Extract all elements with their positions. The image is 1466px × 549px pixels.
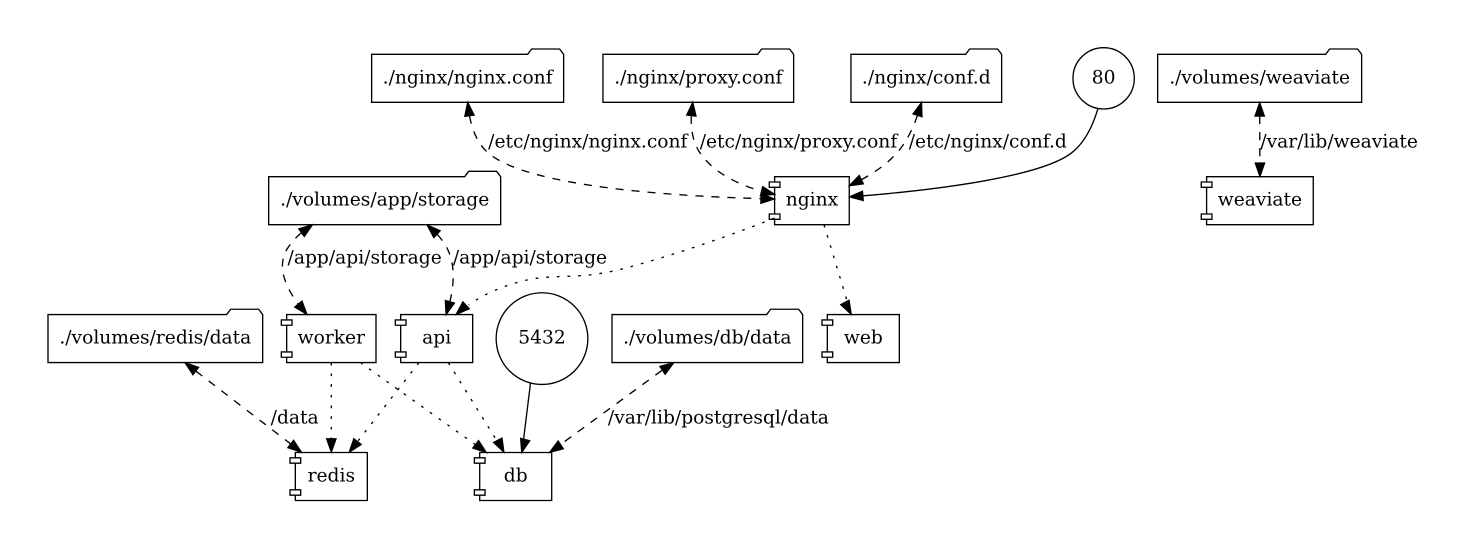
svg-text:./nginx/conf.d: ./nginx/conf.d <box>862 67 991 88</box>
svg-text:/data: /data <box>271 407 319 428</box>
svg-text:/var/lib/weaviate: /var/lib/weaviate <box>1260 132 1418 153</box>
svg-text:./volumes/redis/data: ./volumes/redis/data <box>59 328 251 349</box>
svg-text:worker: worker <box>298 328 365 349</box>
svg-text:./volumes/db/data: ./volumes/db/data <box>623 328 791 349</box>
svg-text:./nginx/proxy.conf: ./nginx/proxy.conf <box>614 67 784 88</box>
svg-text:/app/api/storage: /app/api/storage <box>288 248 442 269</box>
svg-text:weaviate: weaviate <box>1218 190 1302 211</box>
svg-text:redis: redis <box>308 465 355 486</box>
svg-text:5432: 5432 <box>518 328 565 349</box>
svg-text:web: web <box>844 328 883 349</box>
svg-text:nginx: nginx <box>786 190 839 211</box>
svg-text:/etc/nginx/nginx.conf: /etc/nginx/nginx.conf <box>488 132 689 153</box>
svg-text:80: 80 <box>1092 67 1116 88</box>
svg-text:api: api <box>422 328 451 349</box>
svg-text:./nginx/nginx.conf: ./nginx/nginx.conf <box>383 67 555 88</box>
svg-text:./volumes/app/storage: ./volumes/app/storage <box>280 190 489 211</box>
svg-text:/app/api/storage: /app/api/storage <box>453 248 607 269</box>
svg-text:db: db <box>504 465 528 486</box>
svg-text:/etc/nginx/proxy.conf: /etc/nginx/proxy.conf <box>700 132 900 153</box>
svg-text:./volumes/weaviate: ./volumes/weaviate <box>1169 67 1350 88</box>
svg-text:/etc/nginx/conf.d: /etc/nginx/conf.d <box>909 132 1067 153</box>
svg-text:/var/lib/postgresql/data: /var/lib/postgresql/data <box>608 407 829 428</box>
